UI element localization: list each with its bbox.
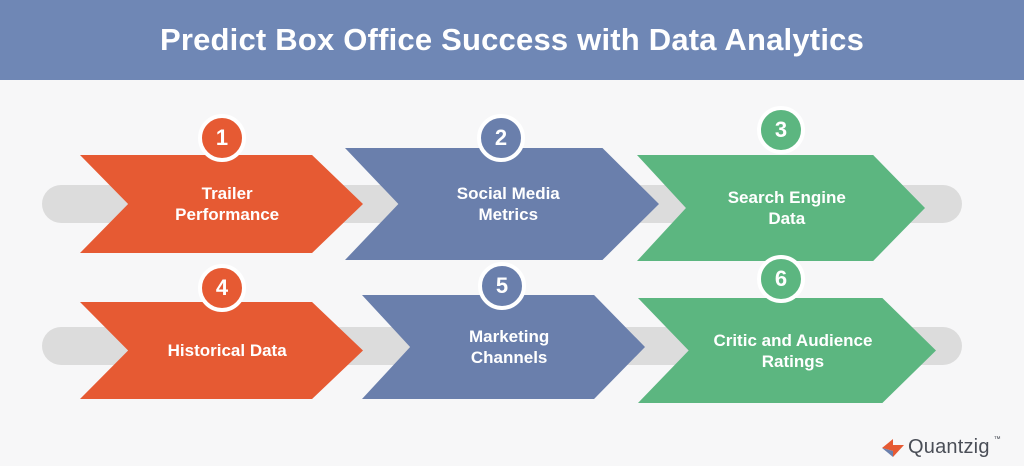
step-2-badge: 2 [477, 114, 525, 162]
step-3-label: Search Engine Data [727, 188, 846, 228]
header-banner: Predict Box Office Success with Data Ana… [0, 0, 1024, 80]
logo-text: Quantzig [908, 436, 990, 458]
logo-trademark: ™ [993, 436, 1001, 443]
quantzig-logo: Quantzig ™ [882, 436, 1001, 459]
step-5-label: Marketing Channels [469, 327, 550, 367]
step-6-badge: 6 [757, 255, 805, 303]
step-6-label: Critic and Audience Ratings [713, 330, 873, 371]
step-4-label: Historical Data [167, 341, 287, 360]
step-4-badge: 4 [198, 264, 246, 312]
page-title: Predict Box Office Success with Data Ana… [159, 22, 865, 57]
quantzig-logo-icon [882, 438, 904, 457]
step-5-badge: 5 [478, 262, 526, 310]
step-3-badge: 3 [757, 106, 805, 154]
step-1-label: Trailer Performance [175, 184, 280, 224]
step-6-arrow: Critic and Audience Ratings [638, 298, 936, 403]
step-5-arrow: Marketing Channels [362, 295, 645, 399]
step-2-label: Social Media Metrics [456, 184, 560, 224]
step-1-badge: 1 [198, 114, 246, 162]
